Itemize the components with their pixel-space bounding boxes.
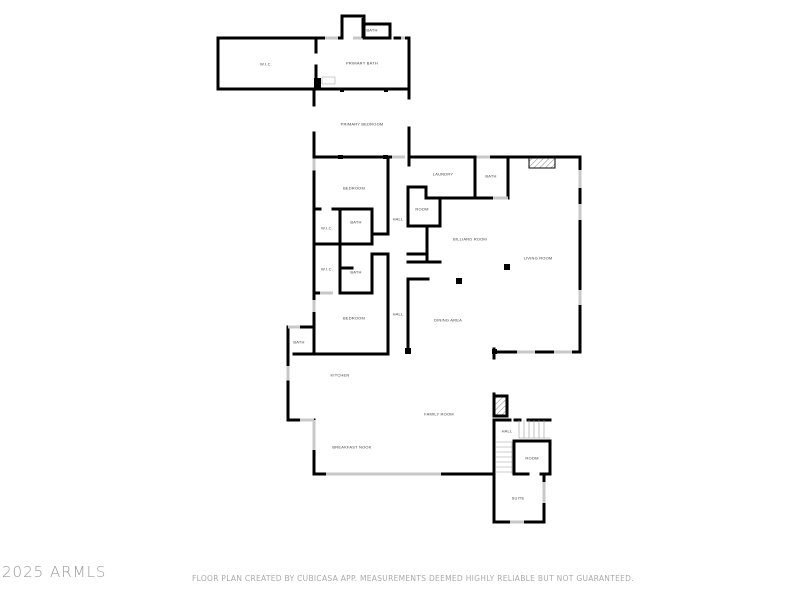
room-label-wic-1: W.I.C.: [320, 225, 334, 231]
room-label-bedroom-2: BEDROOM: [342, 315, 366, 321]
room-label-bath-top: BATH: [366, 27, 378, 33]
wic-primary-walls: [216, 36, 321, 91]
bath-kitchen-walls: [286, 325, 316, 382]
room-label-dining-area: DINING AREA: [434, 317, 462, 323]
central-core-walls: [406, 155, 582, 264]
primary-bath-walls: [314, 14, 411, 91]
bedrooms-west-walls: [312, 170, 390, 356]
room-label-bedroom-1: BEDROOM: [342, 185, 366, 191]
primary-bedroom-walls: [312, 87, 411, 234]
room-label-hall-1: HALL: [392, 216, 404, 222]
floor-plan-disclaimer: FLOOR PLAN CREATED BY CUBICASA APP. MEAS…: [192, 574, 634, 583]
room-label-primary-bedroom: PRIMARY BEDROOM: [340, 121, 384, 127]
room-label-room-lower: ROOM: [525, 455, 539, 461]
room-label-family-room: FAMILY ROOM: [424, 411, 454, 417]
room-label-bath-1: BATH: [350, 219, 362, 225]
room-label-bath-kitchen: BATH: [293, 339, 305, 345]
room-label-primary-bath: PRIMARY BATH: [346, 60, 378, 66]
room-label-kitchen: KITCHEN: [330, 372, 350, 378]
room-label-wic-2: W.I.C.: [320, 266, 334, 272]
armls-watermark: 2025 ARMLS: [2, 563, 107, 581]
dining-area-walls: [405, 277, 430, 354]
room-label-bath-2: BATH: [350, 269, 362, 275]
room-label-breakfast-nook: BREAKFAST NOOK: [332, 444, 372, 450]
room-label-room-small: ROOM: [415, 206, 429, 212]
room-label-hall-3: HALL: [501, 428, 513, 434]
stairs-lower-walls: [492, 420, 552, 524]
room-label-bath-laundry: BATH: [485, 173, 497, 179]
room-label-suite: SUITE: [511, 495, 525, 501]
room-label-laundry: LAUNDRY: [432, 171, 454, 177]
room-label-living-room: LIVING ROOM: [523, 255, 553, 261]
living-room-walls: [456, 155, 582, 360]
room-label-wic-primary: W.I.C.: [259, 61, 273, 67]
room-label-hall-2: HALL: [392, 311, 404, 317]
kitchen-family-walls: [286, 380, 552, 476]
room-label-billiard-room: BILLIARD ROOM: [453, 236, 487, 242]
